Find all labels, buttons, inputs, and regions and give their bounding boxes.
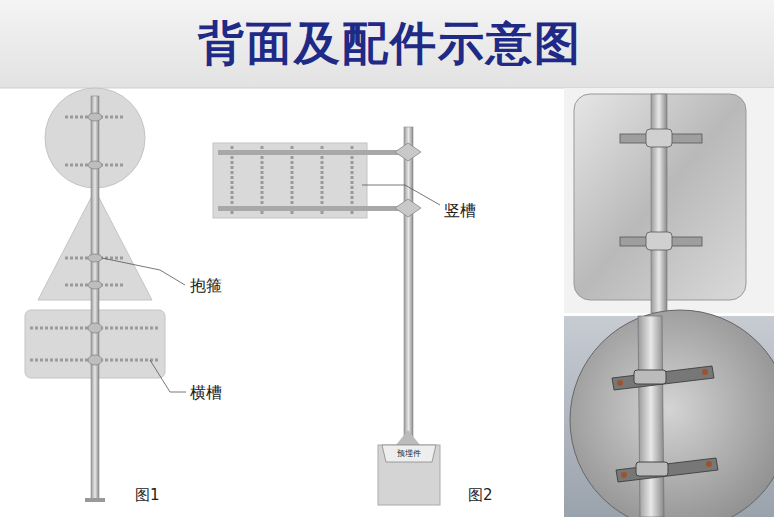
figure-label: 图2 <box>468 486 493 505</box>
part-label: 抱箍 <box>190 276 222 297</box>
part-label: 预埋件 <box>397 448 421 459</box>
part-label: 横槽 <box>190 383 222 404</box>
figure-label: 图1 <box>135 486 160 505</box>
page-title: 背面及配件示意图 <box>198 13 582 75</box>
part-label: 竖槽 <box>444 201 476 222</box>
